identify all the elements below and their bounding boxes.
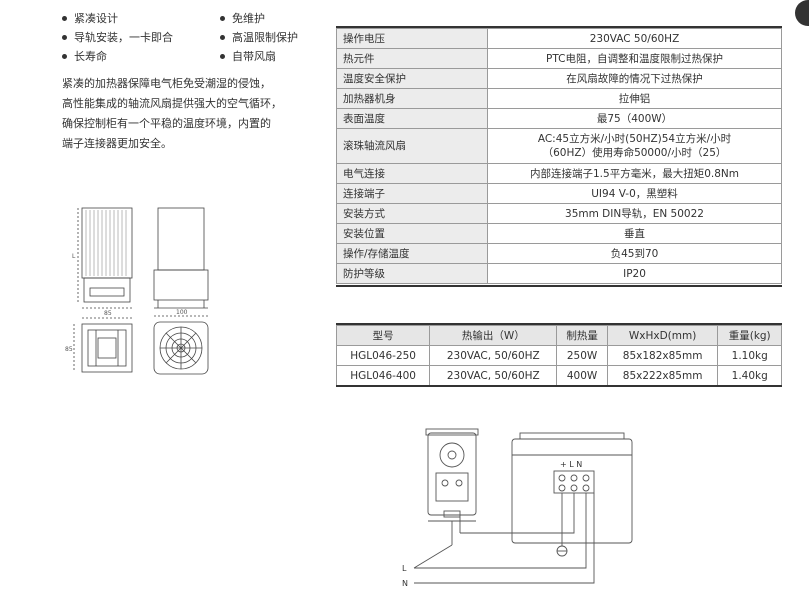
dim-depth-label: 100 — [176, 309, 188, 316]
page-corner-tab — [795, 0, 809, 26]
spec-row: 安装位置垂直 — [336, 223, 782, 244]
feature-item: 自带风扇 — [220, 48, 276, 64]
bullet-icon — [220, 53, 225, 59]
table-row: HGL046-400 230VAC, 50/60HZ 400W 85x222x8… — [335, 365, 782, 386]
wiring-diagram: + L N L N — [402, 428, 633, 588]
thermostat-body — [427, 432, 477, 516]
dim-side-label: 85 — [65, 346, 73, 353]
model-table-top-rule — [336, 323, 782, 325]
feature-item: 高温限制保护 — [220, 29, 298, 45]
bullet-icon — [220, 34, 225, 40]
bullet-icon — [220, 15, 225, 21]
model-table-bottom-rule — [336, 385, 782, 387]
bullet-icon — [62, 34, 67, 40]
dim-height-label: L — [72, 253, 76, 260]
feature-item: 紧凑设计 — [62, 10, 118, 26]
bullet-icon — [62, 15, 67, 21]
spec-table-top-rule — [336, 26, 782, 28]
spec-row: 加热器机身拉伸铝 — [336, 88, 782, 109]
dimension-drawing: 85 100 85 L — [65, 207, 209, 375]
spec-row: 表面温度最75（400W） — [336, 108, 782, 129]
feature-item: 长寿命 — [62, 48, 107, 64]
model-table: 型号 热输出（W） 制热量 WxHxD(mm) 重量(kg) HGL046-25… — [335, 325, 782, 386]
wire-n-label: N — [402, 579, 408, 588]
spec-row: 温度安全保护在风扇故障的情况下过热保护 — [336, 68, 782, 89]
spec-row: 操作/存储温度负45到70 — [336, 243, 782, 264]
dim-width-label: 85 — [104, 310, 112, 317]
spec-table-bottom-rule — [336, 285, 782, 287]
bullet-icon — [62, 53, 67, 59]
terminal-label: + L N — [560, 460, 582, 469]
spec-row: 电气连接内部连接端子1.5平方毫米，最大扭矩0.8Nm — [336, 163, 782, 184]
product-description: 紧凑的加热器保障电气柜免受潮湿的侵蚀， 高性能集成的轴流风扇提供强大的空气循环，… — [62, 77, 282, 150]
feature-item: 免维护 — [220, 10, 265, 26]
front-view-body — [81, 207, 133, 279]
table-row: HGL046-250 230VAC, 50/60HZ 250W 85x182x8… — [335, 345, 782, 366]
model-table-header: 型号 热输出（W） 制热量 WxHxD(mm) 重量(kg) — [335, 325, 782, 346]
wire-l-label: L — [402, 564, 407, 573]
feature-item: 导轨安装，一卡即合 — [62, 29, 173, 45]
